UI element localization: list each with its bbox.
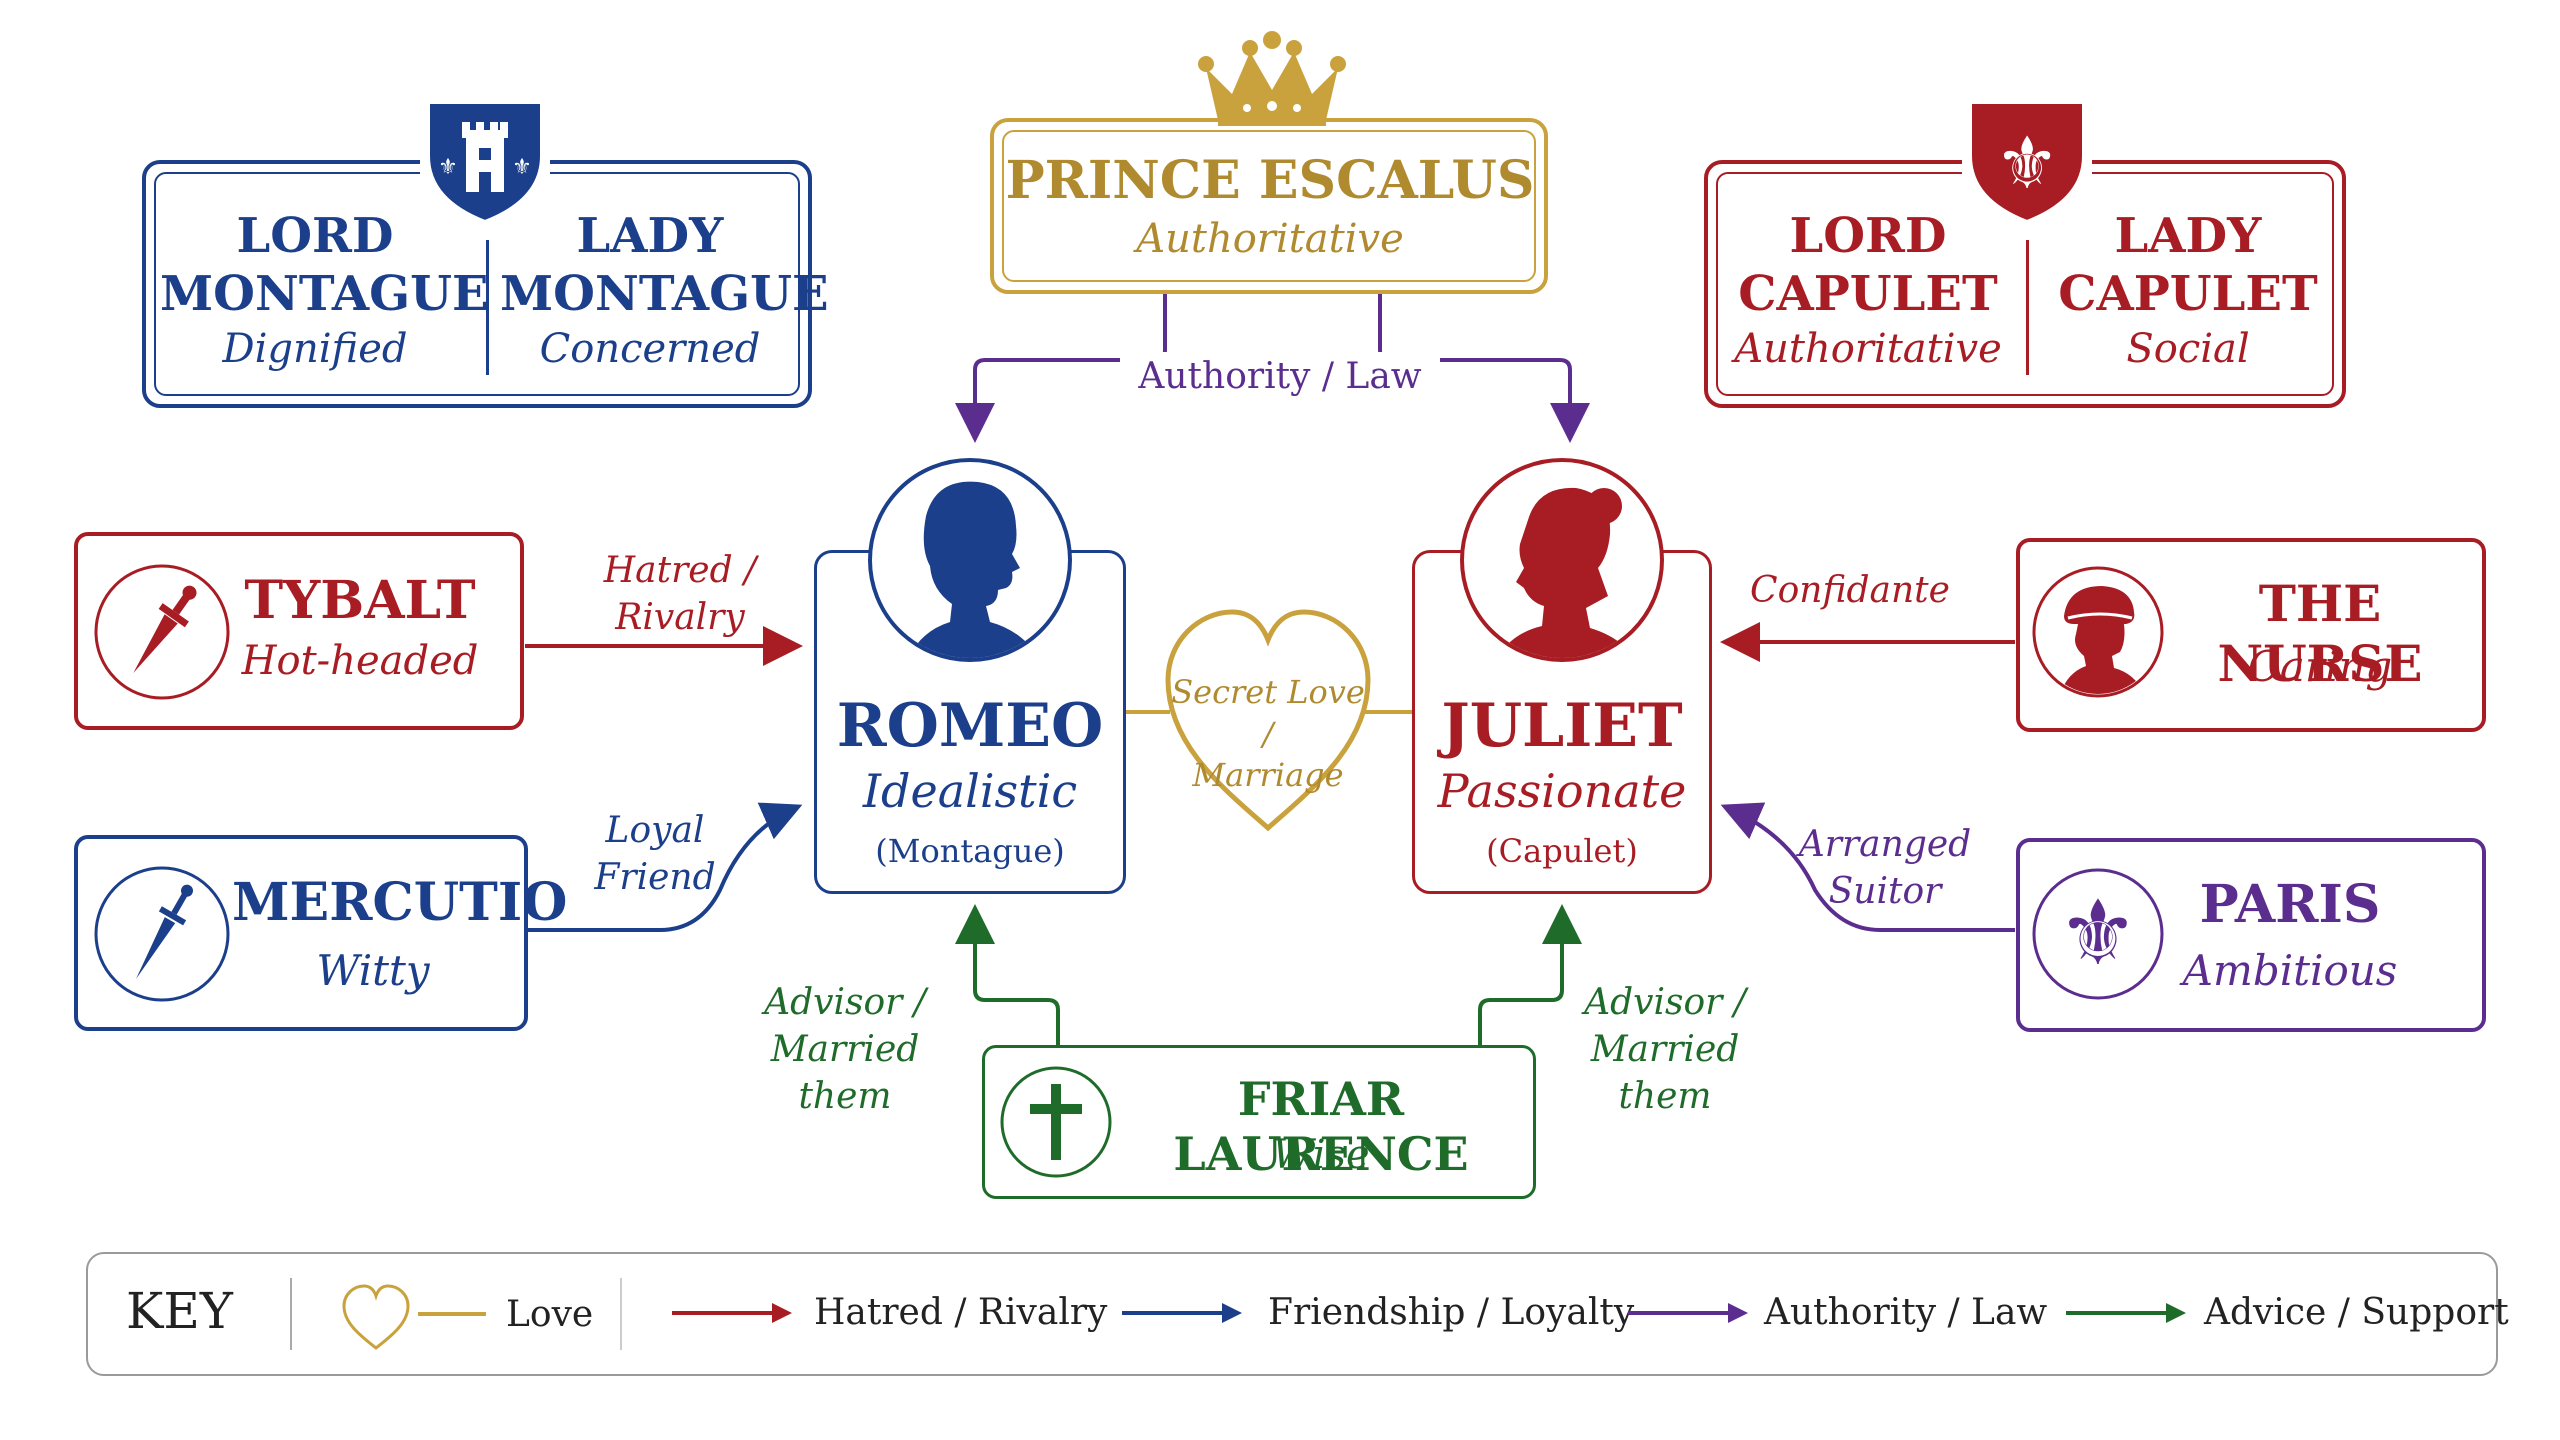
advice-line-romeo — [955, 904, 1060, 1045]
juliet-portrait-icon — [1460, 458, 1664, 662]
cross-icon — [1000, 1066, 1112, 1178]
legend-authority-label: Authority / Law — [1764, 1292, 2048, 1333]
paris-trait: Ambitious — [2182, 946, 2398, 995]
hatred-label: Hatred / Rivalry — [603, 550, 757, 638]
legend-authority-arrow — [1628, 1303, 1748, 1323]
mercutio-trait: Witty — [316, 946, 430, 995]
juliet-trait: Passionate — [1437, 764, 1687, 818]
dagger-icon-mercutio — [94, 866, 230, 1002]
advisor-right-label: Advisor / Married them — [1584, 982, 1746, 1117]
fleur-de-lis-icon: ⚜ — [2032, 868, 2164, 1000]
mercutio-name: MERCUTIO — [232, 872, 568, 933]
nurse-name: THE NURSE — [2217, 574, 2423, 693]
legend-friendship-label: Friendship / Loyalty — [1268, 1292, 1635, 1333]
legend-divider-1 — [290, 1278, 292, 1350]
capulet-shield-icon: ⚜ — [1962, 100, 2092, 225]
legend-love-symbol — [342, 1284, 486, 1350]
legend-title: KEY — [126, 1282, 233, 1340]
juliet-house: (Capulet) — [1486, 832, 1638, 870]
legend-advice-label: Advice / Support — [2204, 1292, 2509, 1333]
svg-text:⚜: ⚜ — [512, 155, 532, 180]
advisor-left-label: Advisor / Married them — [764, 982, 926, 1117]
advice-line-juliet — [1478, 904, 1582, 1045]
legend-love-label: Love — [506, 1294, 594, 1335]
tybalt-name: TYBALT — [244, 570, 476, 631]
lady-capulet-trait: Social — [2126, 326, 2250, 372]
capulet-divider — [2026, 240, 2029, 375]
legend-hatred-label: Hatred / Rivalry — [814, 1292, 1108, 1333]
legend-divider-2 — [620, 1278, 622, 1350]
montague-shield-icon: ⚜ ⚜ — [420, 100, 550, 225]
legend-hatred-arrow — [672, 1303, 792, 1323]
romeo-trait: Idealistic — [862, 764, 1078, 818]
authority-label: Authority / Law — [1120, 352, 1440, 403]
lord-montague-name: LORD MONTAGUE — [160, 208, 489, 322]
montague-divider — [486, 240, 489, 375]
friar-trait: Wise — [1272, 1132, 1370, 1178]
svg-text:⚜: ⚜ — [438, 155, 458, 180]
lord-capulet-trait: Authoritative — [1734, 326, 2002, 372]
lady-capulet-name: LADY CAPULET — [2058, 208, 2318, 322]
svg-text:⚜: ⚜ — [2058, 881, 2139, 986]
lord-capulet-name: LORD CAPULET — [1738, 208, 1998, 322]
lord-montague-trait: Dignified — [222, 326, 408, 372]
suitor-label: Arranged Suitor — [1798, 824, 1972, 912]
crown-icon — [1198, 31, 1346, 126]
legend-friendship-arrow — [1122, 1303, 1242, 1323]
nurse-portrait-icon — [2032, 566, 2164, 698]
romeo-house: (Montague) — [875, 832, 1065, 870]
loyal-label: Loyal Friend — [594, 810, 716, 898]
friar-name: FRIAR LAURENCE — [1173, 1072, 1469, 1182]
confidante-label: Confidante — [1750, 570, 1950, 611]
svg-text:⚜: ⚜ — [1995, 121, 2060, 205]
romeo-portrait-icon — [868, 458, 1072, 662]
loyalty-arrow — [528, 802, 803, 932]
romeo-name: ROMEO — [836, 691, 1104, 761]
prince-trait: Authoritative — [1136, 216, 1404, 262]
lady-montague-name: LADY MONTAGUE — [500, 208, 829, 322]
love-heart — [1165, 609, 1371, 832]
nurse-trait: Caring — [2247, 642, 2393, 691]
prince-name: PRINCE ESCALUS — [1005, 150, 1535, 211]
suitor-arrow — [1720, 802, 2015, 932]
lady-montague-trait: Concerned — [539, 326, 761, 372]
love-label: Secret Love / Marriage — [1171, 673, 1365, 795]
juliet-name: JULIET — [1441, 691, 1683, 761]
dagger-icon — [94, 564, 230, 700]
paris-name: PARIS — [2199, 874, 2381, 935]
tybalt-trait: Hot-headed — [241, 638, 479, 684]
legend-advice-arrow — [2066, 1303, 2186, 1323]
